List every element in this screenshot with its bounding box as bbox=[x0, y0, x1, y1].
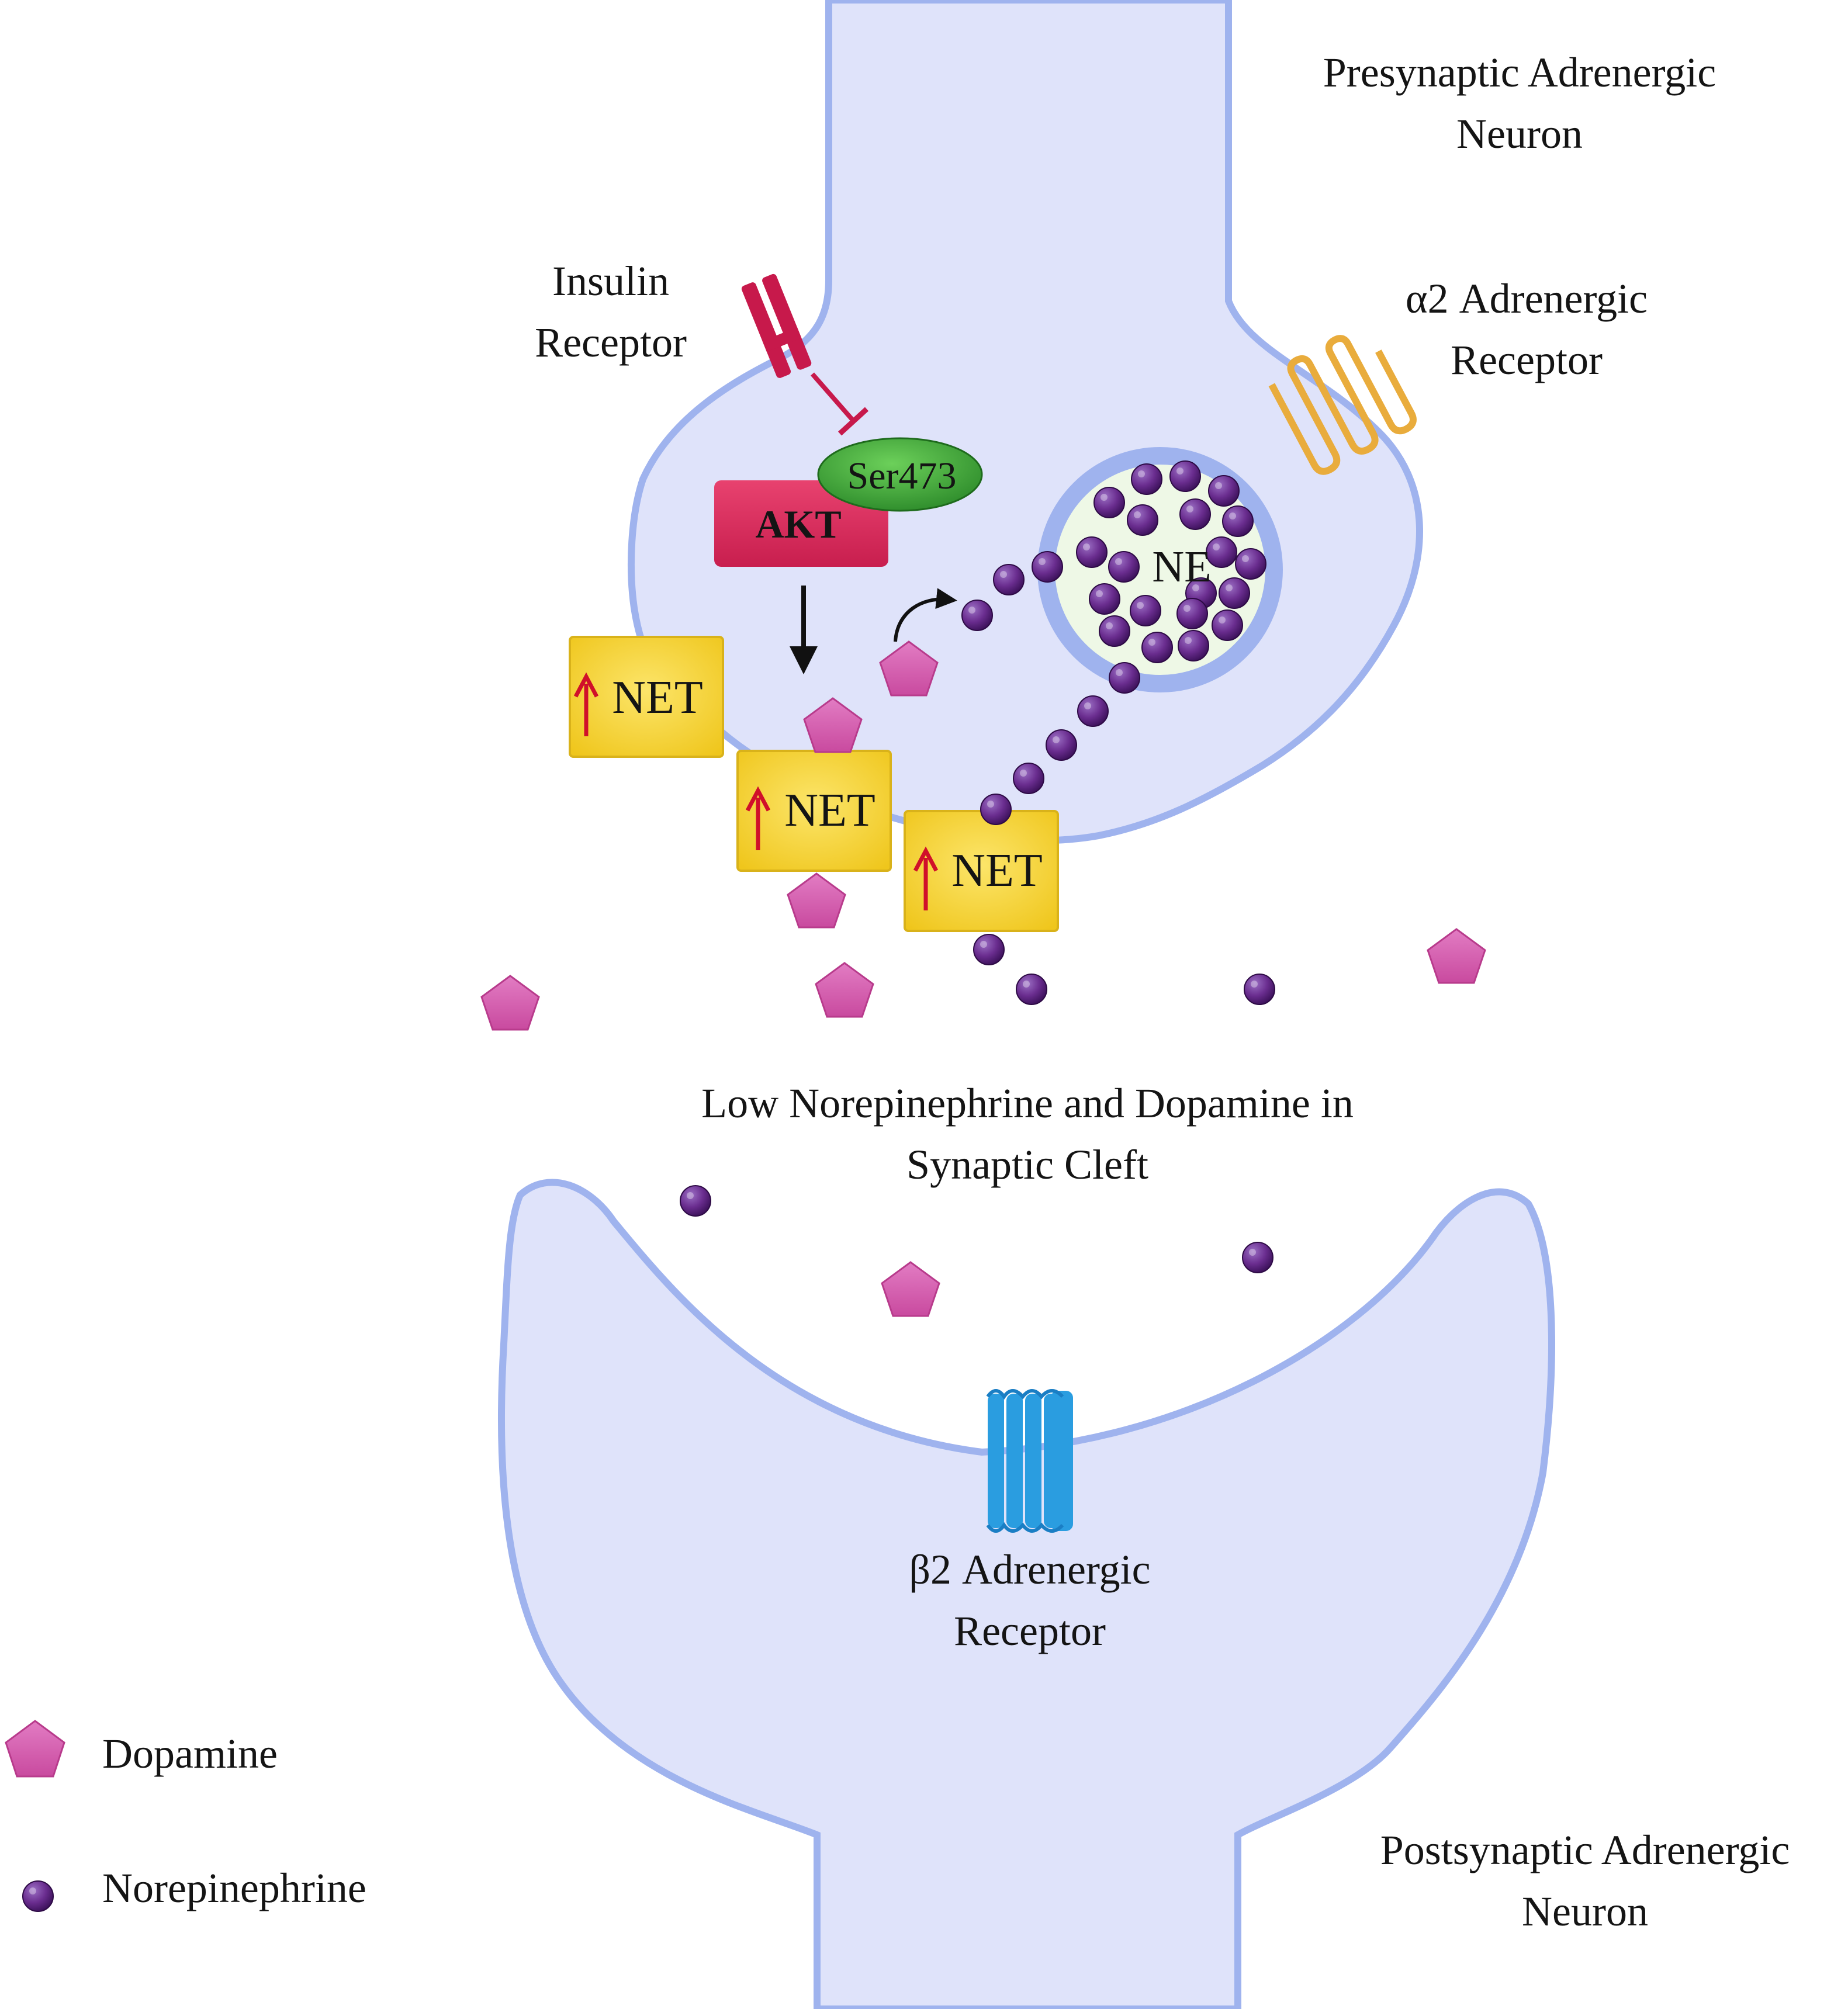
norepinephrine-molecule bbox=[1169, 460, 1201, 492]
dopamine-group bbox=[480, 640, 1486, 1317]
norepinephrine-molecule bbox=[980, 794, 1012, 825]
norepinephrine-molecule bbox=[961, 600, 993, 631]
svg-text:Receptor: Receptor bbox=[954, 1608, 1106, 1654]
presynaptic-neuron bbox=[628, 0, 1423, 844]
norepinephrine-molecule bbox=[1208, 475, 1240, 507]
dopamine-molecule bbox=[803, 697, 863, 753]
legend: Dopamine Norepinephrine bbox=[5, 1720, 366, 1912]
postsynaptic-neuron bbox=[497, 1179, 1555, 2009]
svg-text:α2 Adrenergic: α2 Adrenergic bbox=[1406, 275, 1648, 322]
svg-text:Receptor: Receptor bbox=[1451, 337, 1603, 383]
curved-release-arrow bbox=[894, 588, 957, 642]
svg-text:Neuron: Neuron bbox=[1456, 110, 1583, 157]
ser473-label: Ser473 bbox=[847, 455, 957, 497]
norepinephrine-molecule bbox=[1178, 630, 1209, 661]
norepinephrine-molecule bbox=[1176, 598, 1208, 629]
insulin-receptor-icon bbox=[741, 273, 869, 436]
norepinephrine-molecule bbox=[1108, 551, 1140, 583]
net-label-1: NET bbox=[612, 672, 703, 723]
norepinephrine-molecule bbox=[1089, 583, 1120, 615]
norepinephrine-molecule bbox=[680, 1185, 711, 1217]
legend-norepinephrine-icon bbox=[22, 1880, 54, 1912]
net-transporter-2: NET bbox=[736, 750, 892, 872]
norepinephrine-molecule bbox=[1127, 504, 1158, 536]
dopamine-molecule bbox=[879, 640, 939, 697]
legend-dopamine-label: Dopamine bbox=[102, 1730, 278, 1777]
postsynaptic-neuron-label: Postsynaptic Adrenergic Neuron bbox=[1380, 1827, 1790, 1935]
norepinephrine-molecule bbox=[1219, 577, 1250, 609]
norepinephrine-molecule bbox=[1141, 632, 1173, 663]
norepinephrine-molecule bbox=[1130, 595, 1161, 626]
insulin-receptor-label: Insulin Receptor bbox=[535, 258, 687, 366]
norepinephrine-molecule bbox=[1046, 729, 1077, 761]
norepinephrine-molecule bbox=[1222, 505, 1254, 537]
dopamine-molecule bbox=[1427, 928, 1486, 984]
legend-norepinephrine-label: Norepinephrine bbox=[102, 1865, 366, 1911]
ser473-badge bbox=[817, 437, 983, 512]
up-arrow-icon bbox=[573, 672, 599, 736]
up-arrow-icon bbox=[745, 786, 771, 850]
norepinephrine-molecule bbox=[973, 934, 1005, 965]
beta2-receptor-label: β2 Adrenergic Receptor bbox=[909, 1546, 1150, 1654]
norepinephrine-molecule bbox=[993, 564, 1025, 595]
svg-text:Synaptic Cleft: Synaptic Cleft bbox=[906, 1141, 1148, 1188]
svg-text:Postsynaptic Adrenergic: Postsynaptic Adrenergic bbox=[1380, 1827, 1790, 1873]
presynaptic-neuron-label: Presynaptic Adrenergic Neuron bbox=[1323, 49, 1716, 157]
norepinephrine-molecule bbox=[1032, 551, 1063, 583]
norepinephrine-molecule bbox=[1131, 463, 1162, 495]
dopamine-molecule bbox=[881, 1261, 940, 1317]
norepinephrine-molecule bbox=[1076, 536, 1108, 568]
dopamine-molecule bbox=[787, 872, 846, 929]
akt-label: AKT bbox=[755, 502, 841, 546]
net-label-3: NET bbox=[951, 845, 1043, 896]
alpha2-receptor-icon bbox=[1268, 335, 1417, 475]
up-arrow-icon bbox=[913, 846, 939, 910]
norepinephrine-molecule bbox=[1242, 1242, 1273, 1273]
legend-dopamine-icon bbox=[5, 1720, 65, 1778]
net-label-2: NET bbox=[784, 785, 875, 836]
norepinephrine-molecule bbox=[1016, 974, 1047, 1005]
norepinephrine-molecule bbox=[1235, 548, 1266, 580]
dopamine-molecule bbox=[815, 962, 874, 1018]
akt-complex: AKT Ser473 bbox=[714, 437, 983, 567]
norepinephrine-molecule bbox=[1099, 615, 1130, 647]
norepinephrine-molecule bbox=[1179, 498, 1211, 530]
net-transporter-3: NET bbox=[904, 810, 1059, 932]
norepinephrine-molecule bbox=[1077, 695, 1109, 727]
svg-text:Low Norepinephrine and Dopamin: Low Norepinephrine and Dopamine in bbox=[701, 1080, 1354, 1127]
norepinephrine-molecule bbox=[1013, 763, 1044, 794]
svg-text:Receptor: Receptor bbox=[535, 319, 687, 366]
beta2-receptor-icon bbox=[986, 1389, 1073, 1533]
svg-text:β2 Adrenergic: β2 Adrenergic bbox=[909, 1546, 1150, 1593]
synaptic-cleft-label: Low Norepinephrine and Dopamine in Synap… bbox=[701, 1080, 1354, 1188]
ne-vesicle-label: NE bbox=[1152, 542, 1211, 591]
alpha2-receptor-label: α2 Adrenergic Receptor bbox=[1406, 275, 1648, 383]
svg-text:Insulin: Insulin bbox=[552, 258, 669, 304]
norepinephrine-molecule bbox=[1212, 609, 1243, 641]
norepinephrine-molecule bbox=[1109, 662, 1140, 694]
norepinephrine-molecule bbox=[1244, 974, 1275, 1005]
norepinephrine-molecule bbox=[1093, 487, 1125, 518]
svg-text:Neuron: Neuron bbox=[1522, 1888, 1648, 1935]
dopamine-molecule bbox=[480, 975, 540, 1031]
svg-text:Presynaptic Adrenergic: Presynaptic Adrenergic bbox=[1323, 49, 1716, 96]
net-transporter-1: NET bbox=[569, 636, 724, 758]
